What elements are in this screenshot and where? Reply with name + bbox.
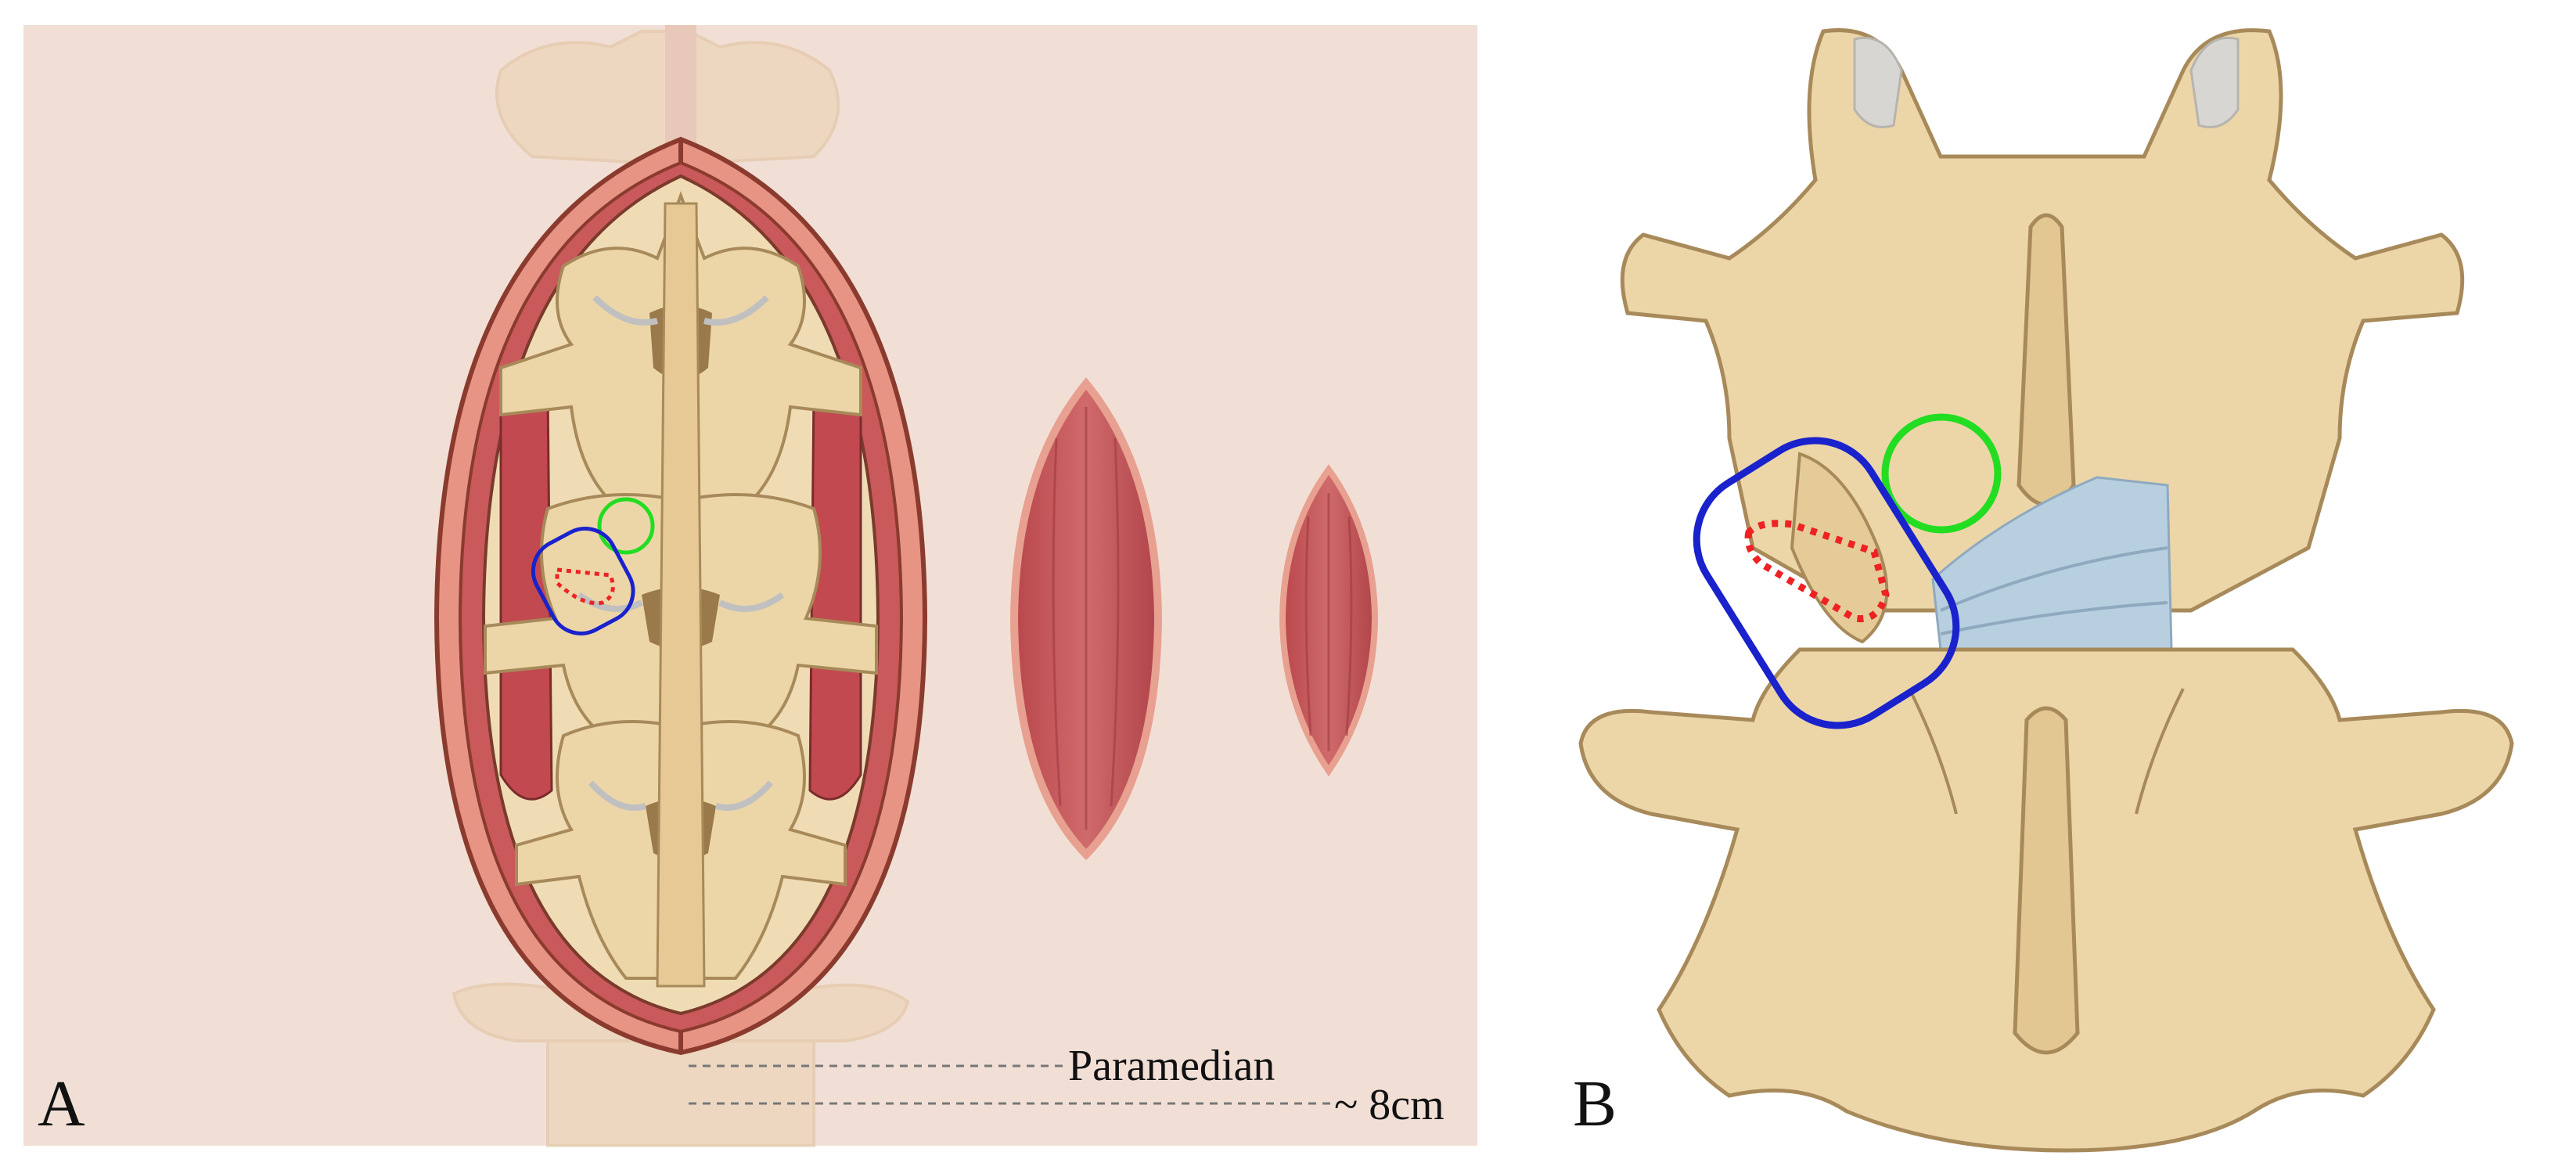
panel-a: Paramedian ~ 8cm A: [23, 25, 1477, 1147]
panel-b-red-dotted-outline: [1744, 520, 1890, 623]
upper-left-cartilage: [1853, 36, 1903, 128]
panel-a-label: A: [38, 1067, 85, 1140]
length-label: ~ 8cm: [1334, 1081, 1445, 1129]
panel-a-green-circle: [597, 497, 655, 555]
right-paraspinal-muscle: [808, 381, 862, 801]
faded-spine-column: [452, 25, 910, 1147]
lower-spinous-process: [2013, 706, 2080, 1055]
panel-b-blue-rounded-rect: [1693, 437, 1960, 729]
panel-b-vertebrae: [1578, 28, 2514, 1153]
panel-b-label: B: [1573, 1067, 1617, 1140]
upper-right-cartilage: [2189, 36, 2240, 128]
panel-a-red-dotted-outline: [555, 567, 615, 606]
left-paraspinal-muscle: [499, 381, 553, 801]
surgical-incision: [434, 136, 928, 1056]
panel-b: B: [1573, 28, 2514, 1153]
panel-a-blue-rounded-rect: [531, 527, 635, 635]
panel-b-green-circle: [1881, 413, 2002, 534]
removed-muscle-flaps: [1009, 377, 1379, 861]
exposed-vertebrae: [484, 191, 878, 988]
paramedian-label: Paramedian: [1068, 1042, 1275, 1090]
